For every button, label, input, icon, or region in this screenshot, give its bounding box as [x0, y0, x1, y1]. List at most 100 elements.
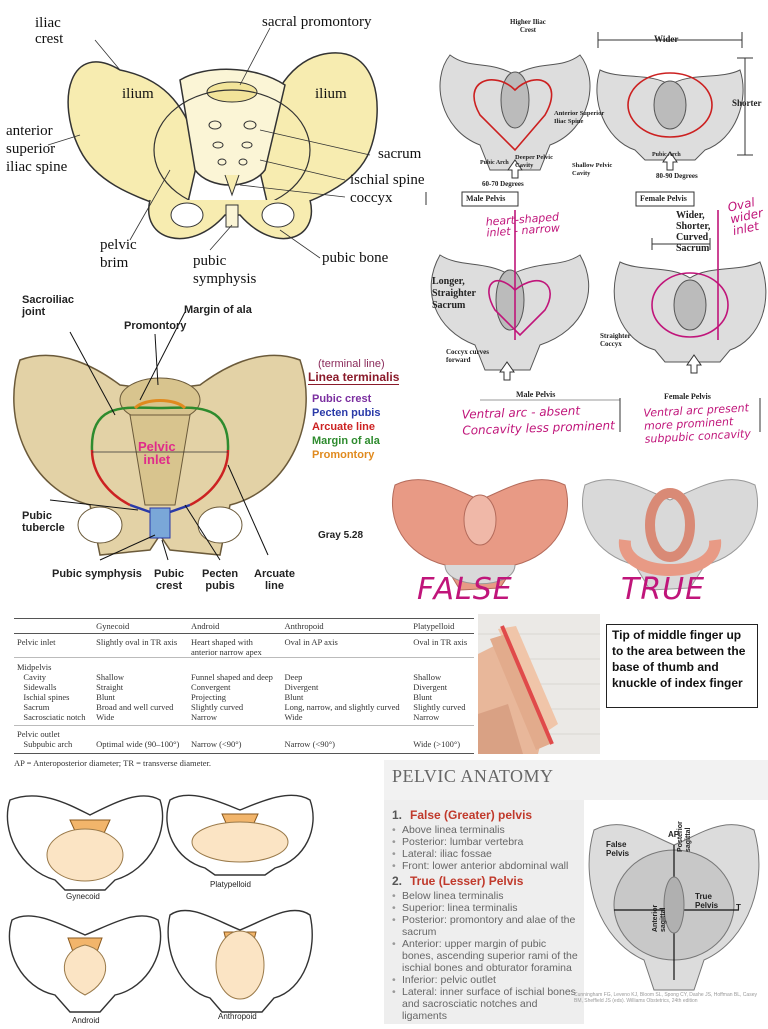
table-cell: Subpubic arch	[17, 739, 73, 749]
label-asis-small: Anterior Superior Iliac Spine	[554, 110, 605, 125]
label-male-pelvis: Male Pelvis	[466, 194, 506, 203]
label-pubic-arch-female: Pubic Arch	[652, 152, 681, 158]
linea-legend: Pubic crest Pecten pubis Arcuate line Ma…	[312, 392, 380, 462]
label-female-pelvis-2: Female Pelvis	[664, 392, 711, 401]
table-cell: Funnel shaped and deep	[191, 672, 273, 682]
label-ilium-right: ilium	[315, 86, 347, 102]
handwritten-false: FALSE	[417, 572, 513, 607]
table-cell: Blunt	[413, 692, 433, 702]
table-cell: Narrow (<90°)	[284, 739, 335, 749]
pelvis-drawing-tan	[13, 311, 307, 561]
label-longer-sacrum: Longer, Straighter Sacrum	[432, 276, 476, 311]
table-row: Pelvic outlet	[14, 726, 474, 740]
table-cell: Broad and well curved	[96, 702, 174, 712]
hand-with-tape-image	[478, 614, 600, 754]
table-row: Midpelvis	[14, 658, 474, 673]
label-wider-shorter-sacrum: Wider, Shorter, Curved Sacrum	[676, 210, 711, 254]
table-cell: Slightly curved	[413, 702, 466, 712]
label-pubic-arch-male: Pubic Arch	[480, 160, 509, 166]
label-promontory: Promontory	[124, 320, 187, 332]
pelvis-drawing-yellow	[47, 27, 378, 259]
label-shallow-cavity: Shallow Pelvic Cavity	[572, 162, 613, 177]
male-female-comparison: Higher Iliac Crest Wider Shorter Anterio…	[420, 0, 768, 460]
table-cell: Pelvic outlet	[17, 729, 60, 739]
table-cell: Pelvic inlet	[17, 637, 56, 647]
pelvis-shape-types: Gynecoid Platypelloid Android Anthropoid	[0, 780, 320, 1025]
pelvis-shapes-drawing	[6, 794, 314, 1013]
label-sacral-promontory: sacral promontory	[262, 14, 372, 30]
label-iliac-crest: iliac crest	[35, 15, 64, 47]
label-slide-ap: AP	[668, 830, 680, 839]
slide-h2-number: 2.	[392, 874, 403, 888]
table-cell: Projecting	[191, 692, 226, 702]
label-margin-of-ala: Margin of ala	[184, 304, 252, 316]
table-cell: Shallow	[96, 672, 125, 682]
label-female-pelvis: Female Pelvis	[640, 194, 687, 203]
pelvic-anatomy-slide: PELVIC ANATOMY 1.False (Greater) pelvis …	[384, 760, 768, 1024]
label-shorter: Shorter	[732, 98, 762, 108]
table-cell: Oval in AP axis	[284, 637, 338, 647]
label-pubic-crest: Pubic crest	[154, 568, 184, 592]
label-gynecoid: Gynecoid	[66, 892, 100, 901]
label-pecten-pubis: Pecten pubis	[202, 568, 239, 592]
table-cell: Narrow (<90°)	[191, 739, 242, 749]
table-cell: Slightly curved	[191, 702, 244, 712]
label-straighter-coccyx: Straighter Coccyx	[600, 332, 631, 348]
label-android: Android	[72, 1016, 100, 1025]
label-wider: Wider	[654, 34, 679, 44]
label-slide-true-pelvis: True Pelvis	[695, 892, 719, 910]
label-deeper-cavity: Deeper Pelvic Cavity	[515, 154, 553, 169]
label-slide-posterior-sagittal: Posterior sagittal	[677, 821, 692, 852]
table-cell: Divergent	[413, 682, 448, 692]
table-cell: Wide (>100°)	[413, 739, 461, 749]
table-header-blank	[14, 619, 93, 634]
table-cell: Ischial spines	[17, 692, 70, 702]
handwritten-heart-shaped: heart-shaped inlet - narrow	[485, 210, 561, 240]
label-gray-528: Gray 5.28	[318, 530, 364, 541]
handwritten-true: TRUE	[621, 572, 706, 607]
handwritten-ventral-female: Ventral arc present more prominent subpu…	[643, 401, 752, 446]
table-cell: Convergent	[191, 682, 231, 692]
finger-measurement-text: Tip of middle finger up to the area betw…	[612, 628, 746, 690]
slide-pelvis-diagram	[588, 824, 760, 991]
list-item: Lateral: iliac fossae	[392, 848, 592, 860]
table-header-platypelloid: Platypelloid	[413, 621, 455, 631]
slide-h1: False (Greater) pelvis	[410, 808, 533, 822]
table-cell: Slightly oval in TR axis	[96, 637, 178, 647]
label-pubic-tubercle: Pubic tubercle	[22, 510, 65, 534]
hand-measurement-photo	[478, 614, 600, 754]
table-cell: Optimal wide (90–100°)	[96, 739, 180, 749]
slide-false-pelvis-section: 1.False (Greater) pelvis Above linea ter…	[392, 808, 592, 1022]
table-cell: Long, narrow, and slightly curved	[284, 702, 400, 712]
label-terminal-line: (terminal line)	[318, 358, 385, 370]
table-header-anthropoid: Anthropoid	[284, 621, 324, 631]
label-deg-female: 80-90 Degrees	[656, 172, 698, 180]
slide-h2: True (Lesser) Pelvis	[410, 874, 524, 888]
label-pubic-symphysis: pubic symphysis	[193, 253, 257, 287]
handwritten-oval-wider: Oval wider inlet	[726, 195, 765, 239]
label-sacroiliac-joint: Sacroiliac joint	[22, 294, 74, 318]
label-coccyx-forward: Coccyx curves forward	[446, 348, 489, 364]
label-pelvic-inlet: Pelvic inlet	[138, 439, 176, 467]
table-cell: Straight	[96, 682, 124, 692]
table-cell: Wide	[96, 712, 115, 722]
table-header-android: Android	[191, 621, 220, 631]
label-sacrum: sacrum	[378, 146, 422, 162]
label-deg-male: 60-70 Degrees	[482, 180, 524, 188]
label-coccyx: coccyx	[350, 190, 393, 206]
label-higher-iliac-crest: Higher Iliac Crest	[510, 18, 546, 34]
table-cell: Sacrum	[17, 702, 50, 712]
slide-title: PELVIC ANATOMY	[392, 766, 554, 786]
table-row: Sacrum Broad and well curved Slightly curv…	[14, 702, 474, 712]
table-header-gynecoid: Gynecoid	[96, 621, 130, 631]
table-cell: Cavity	[17, 672, 47, 682]
slide-h1-number: 1.	[392, 808, 403, 822]
table-cell: Blunt	[96, 692, 116, 702]
table-cell: Wide	[284, 712, 303, 722]
label-platypelloid: Platypelloid	[210, 880, 251, 889]
label-anthropoid: Anthropoid	[218, 1012, 257, 1021]
